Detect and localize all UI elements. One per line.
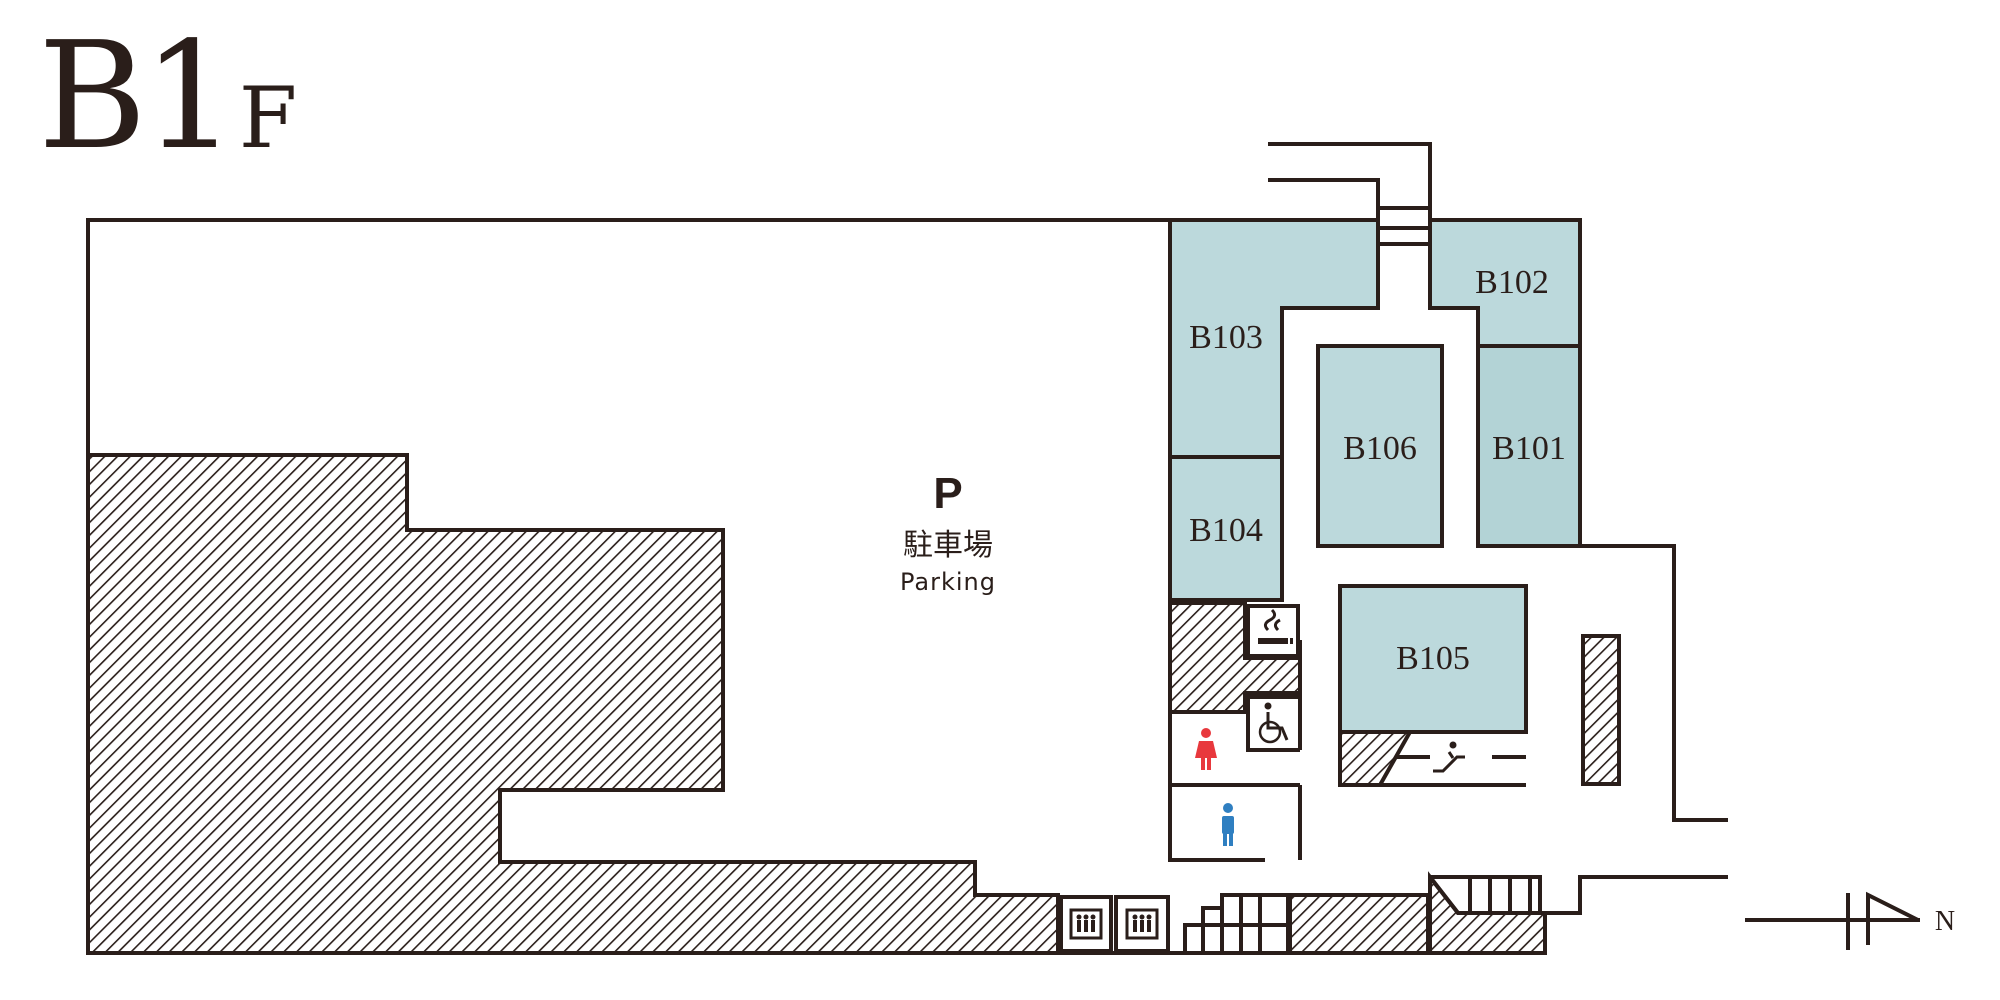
room-label-b103: B103 [1189,319,1263,356]
elevator-icon [1125,908,1159,940]
room-label-b101: B101 [1492,430,1566,467]
room-label-b106: B106 [1343,430,1417,467]
outline-east-wall [1580,544,1728,822]
floor-label: B1F [38,22,297,170]
elevator-2[interactable] [1114,895,1170,953]
floor-suffix: F [238,69,298,167]
shop-b101[interactable]: B101 [1476,344,1582,548]
womens-restroom[interactable] [1195,728,1217,770]
stairs-south[interactable] [1183,893,1290,953]
building-outline [86,218,1378,455]
room-label-b102: B102 [1475,264,1549,301]
elevator-1[interactable] [1059,895,1113,953]
parking-area[interactable]: P 駐車場 Parking [900,469,996,596]
parking-label-jp: 駐車場 [903,528,993,563]
room-label-b104: B104 [1189,512,1263,549]
mens-restroom-icon [1222,803,1234,846]
parking-label-en: Parking [900,568,996,596]
shop-b105[interactable]: B105 [1338,584,1528,734]
accessible-restroom[interactable] [1246,695,1300,752]
womens-restroom-icon [1195,728,1217,770]
elevator-icon [1069,908,1103,940]
room-label-b105: B105 [1396,640,1470,677]
shop-b103[interactable]: B103 [1168,218,1380,459]
smoking-area-icon [1258,608,1293,644]
north-arrow-icon [1745,891,1920,950]
shop-b102[interactable]: B102 [1428,218,1582,348]
structural-block-south [1288,893,1430,955]
north-label: N [1935,906,1955,937]
mens-restroom[interactable] [1222,803,1234,846]
escalator[interactable] [1380,741,1526,787]
outline-south-east-wall [1540,875,1728,915]
restroom-block-wall [1168,712,1265,862]
structural-pillar-east [1581,634,1621,786]
escalator-icon [1433,741,1465,773]
shop-b104[interactable]: B104 [1168,455,1284,602]
accessible-restroom-icon [1258,702,1289,744]
shop-b106[interactable]: B106 [1316,344,1444,548]
floor-number: B1 [38,10,237,182]
smoking-area[interactable] [1246,604,1300,658]
parking-symbol: P [933,469,962,518]
